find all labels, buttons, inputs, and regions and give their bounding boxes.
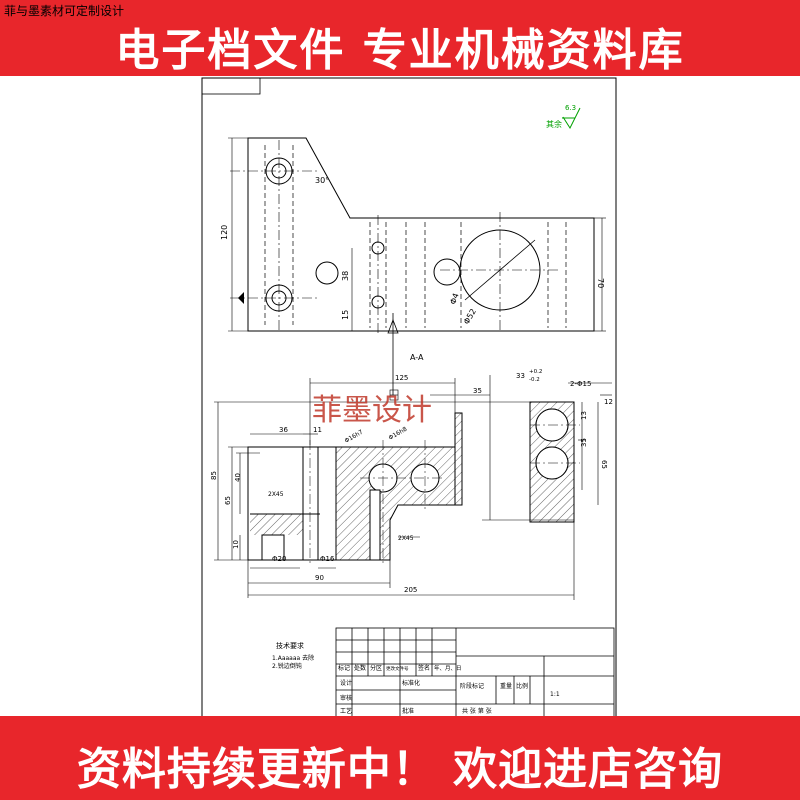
top-title: 电子档文件 专业机械资料库 xyxy=(115,25,685,76)
svg-text:85: 85 xyxy=(210,471,218,480)
svg-text:Φ16h7: Φ16h7 xyxy=(344,429,365,445)
section-dimension-text: 125 35 33 +0.2 -0.2 2-Φ15 36 11 85 40 65… xyxy=(210,369,613,594)
svg-text:33: 33 xyxy=(516,372,525,380)
svg-text:12: 12 xyxy=(604,398,613,406)
svg-text:年、月、日: 年、月、日 xyxy=(434,664,462,672)
svg-text:Φ52: Φ52 xyxy=(462,307,478,326)
title-block xyxy=(335,627,615,719)
section-label: A-A xyxy=(410,353,424,362)
svg-text:+0.2: +0.2 xyxy=(529,369,542,375)
svg-text:40: 40 xyxy=(234,473,242,482)
svg-text:13: 13 xyxy=(580,411,588,420)
watermark-text: 菲墨设计 xyxy=(312,393,432,428)
svg-text:Φ16h8: Φ16h8 xyxy=(388,426,409,442)
svg-text:65: 65 xyxy=(600,460,608,469)
roughness-symbol: 6.3 其余 xyxy=(546,104,581,130)
svg-text:90: 90 xyxy=(315,574,324,582)
technical-notes: 技术要求 1.Aaaaaa 去除 2.锐边倒钝 xyxy=(272,641,314,670)
svg-text:标记: 标记 xyxy=(338,664,350,672)
svg-text:30°: 30° xyxy=(315,176,329,185)
svg-text:35: 35 xyxy=(473,387,482,395)
svg-text:125: 125 xyxy=(395,374,408,382)
svg-text:重量: 重量 xyxy=(500,682,512,690)
svg-text:共 张 第 张: 共 张 第 张 xyxy=(462,707,492,715)
svg-text:36: 36 xyxy=(279,426,288,434)
top-view-labels: 120 30° 38 15 70 Φ4 Φ52 A-A xyxy=(220,176,605,362)
svg-text:Φ16: Φ16 xyxy=(320,555,335,563)
svg-text:2-Φ15: 2-Φ15 xyxy=(570,380,591,388)
svg-text:120: 120 xyxy=(220,225,229,240)
notes-line-2: 2.锐边倒钝 xyxy=(272,662,302,670)
svg-text:70: 70 xyxy=(596,278,605,288)
svg-text:10: 10 xyxy=(232,540,240,549)
notes-title: 技术要求 xyxy=(276,641,304,650)
svg-text:处数: 处数 xyxy=(354,664,366,672)
svg-text:签名: 签名 xyxy=(418,664,430,672)
top-banner: 菲与墨素材可定制设计 电子档文件 专业机械资料库 xyxy=(0,0,800,76)
svg-text:Φ4: Φ4 xyxy=(448,292,460,306)
svg-text:35: 35 xyxy=(580,438,588,447)
corner-label: 菲与墨素材可定制设计 xyxy=(4,4,125,18)
svg-text:2X45: 2X45 xyxy=(268,491,284,498)
svg-text:分区: 分区 xyxy=(370,664,382,672)
svg-text:2X45: 2X45 xyxy=(398,535,414,542)
bottom-banner: 资料持续更新中！ 欢迎进店咨询 xyxy=(0,716,800,800)
section-centerlines xyxy=(309,424,580,565)
svg-text:15: 15 xyxy=(341,310,350,320)
svg-text:11: 11 xyxy=(313,426,322,434)
svg-text:38: 38 xyxy=(341,271,350,281)
roughness-value: 6.3 xyxy=(565,104,576,112)
svg-text:阶段标记: 阶段标记 xyxy=(460,682,484,690)
notes-line-1: 1.Aaaaaa 去除 xyxy=(272,654,314,662)
svg-text:审核: 审核 xyxy=(340,694,352,702)
svg-text:工艺: 工艺 xyxy=(340,707,352,715)
svg-text:标准化: 标准化 xyxy=(402,679,420,687)
roughness-label: 其余 xyxy=(546,119,562,129)
svg-text:更改文件号: 更改文件号 xyxy=(386,665,409,672)
svg-text:Φ20: Φ20 xyxy=(272,555,286,563)
title-block-text: 标记 处数 分区 更改文件号 签名 年、月、日 设计 标准化 审核 工艺 批准 … xyxy=(338,664,560,715)
svg-text:-0.2: -0.2 xyxy=(529,377,540,383)
svg-text:1:1: 1:1 xyxy=(550,691,560,698)
svg-text:205: 205 xyxy=(404,586,417,594)
svg-text:批准: 批准 xyxy=(402,707,414,715)
section-dimensions xyxy=(214,375,612,600)
svg-text:设计: 设计 xyxy=(340,679,352,687)
top-view xyxy=(228,137,606,395)
bottom-title: 资料持续更新中！ 欢迎进店咨询 xyxy=(76,744,724,795)
svg-text:比例: 比例 xyxy=(516,682,528,690)
svg-text:65: 65 xyxy=(224,496,232,505)
